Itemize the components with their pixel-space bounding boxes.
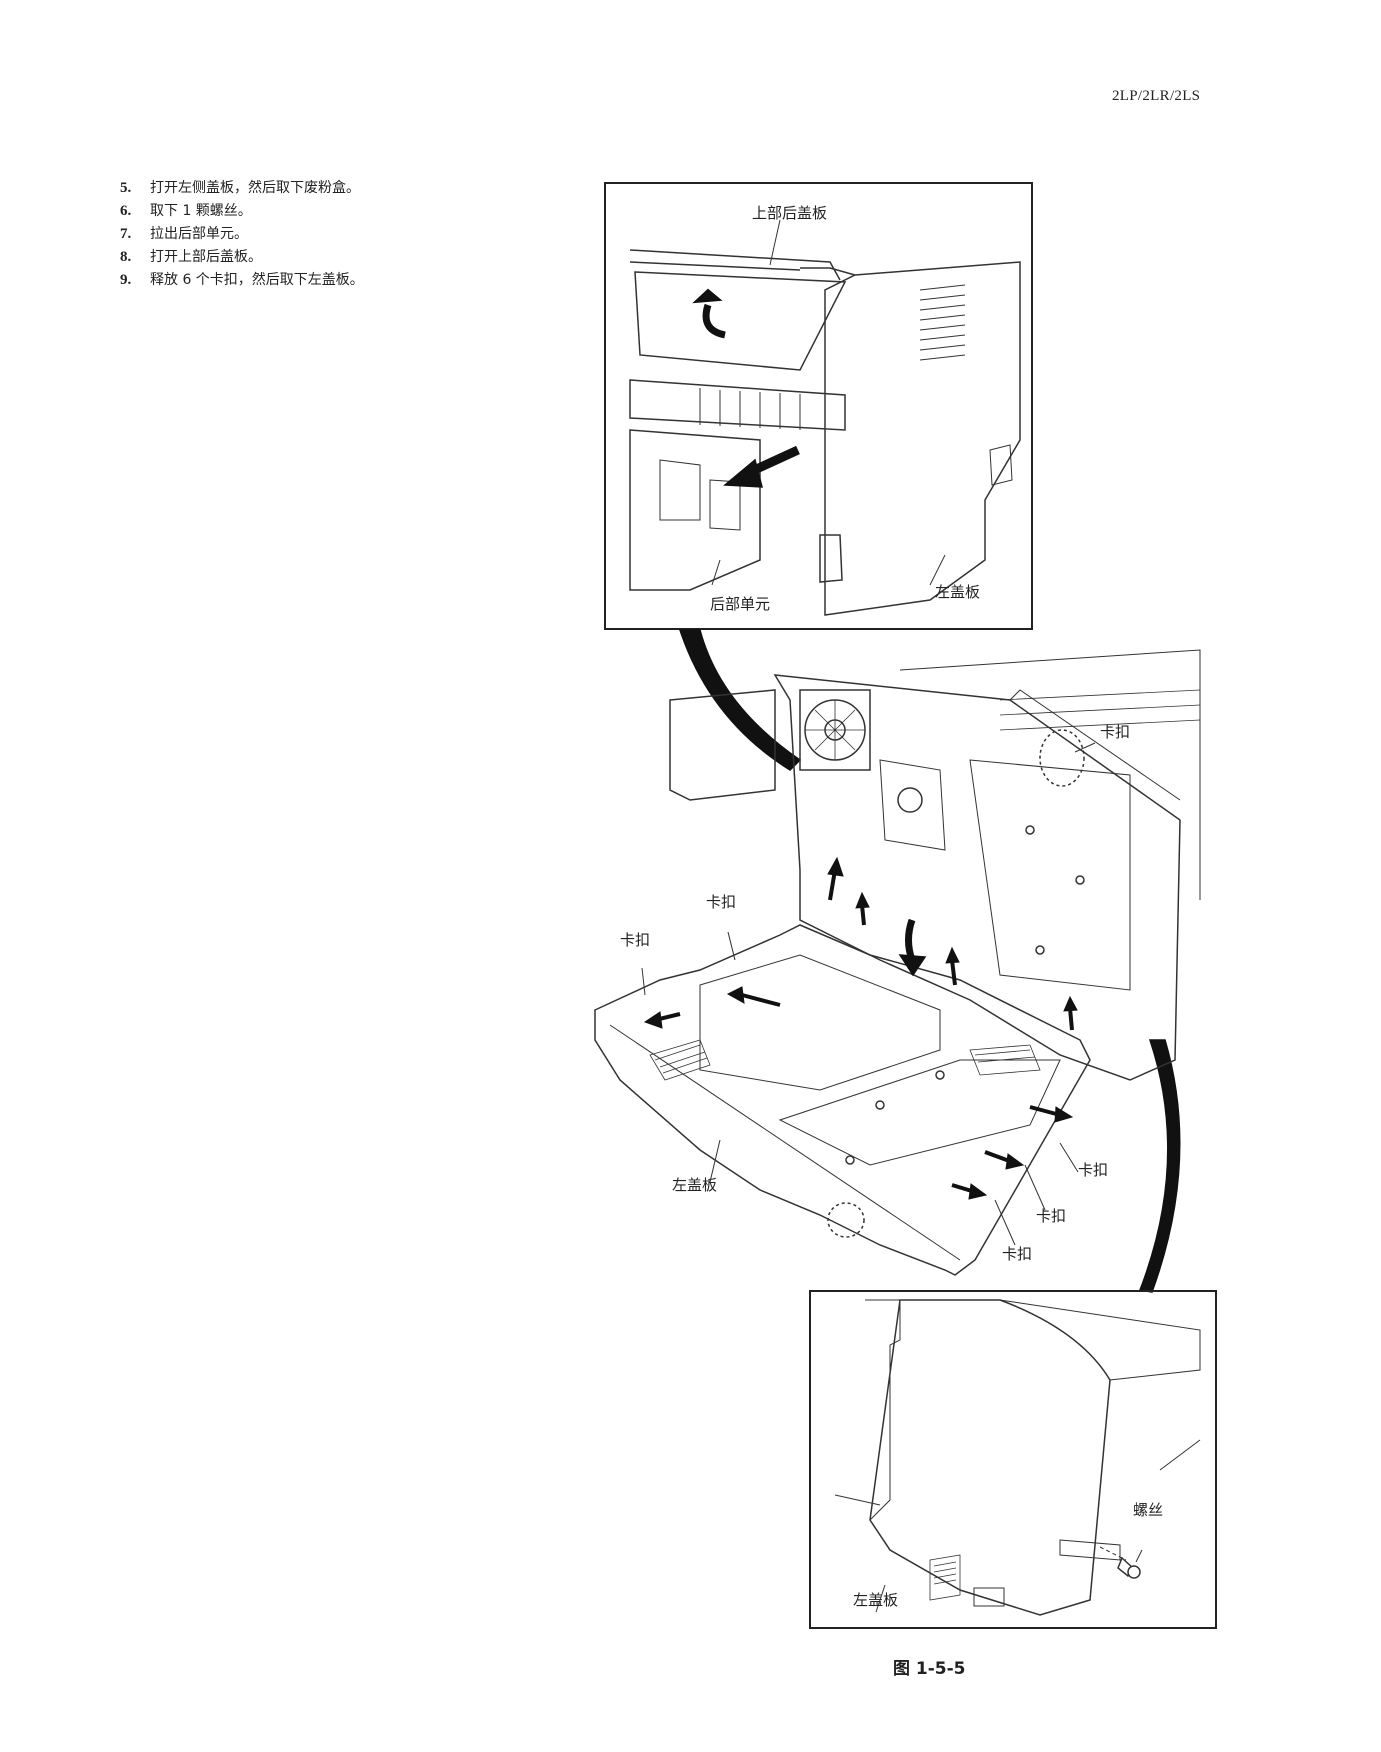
bottom-inset [809, 1290, 1217, 1629]
top-inset [604, 182, 1033, 630]
step-item: 7. 拉出后部单元。 [120, 222, 364, 245]
label-hook: 卡扣 [1100, 723, 1130, 741]
step-item: 6. 取下 1 颗螺丝。 [120, 199, 364, 222]
label-left-cover-main: 左盖板 [672, 1176, 717, 1194]
hook-highlight-circle [1039, 729, 1085, 787]
label-hook: 卡扣 [1078, 1161, 1108, 1179]
fan-icon [799, 689, 871, 771]
model-code-header: 2LP/2LR/2LS [1112, 88, 1201, 104]
step-number: 6. [120, 203, 132, 219]
step-item: 5. 打开左侧盖板，然后取下废粉盒。 [120, 176, 364, 199]
upper-rear-cover-sketch [634, 271, 847, 371]
inner-frame-sketch [773, 674, 1181, 1081]
procedure-steps: 5.打开左侧盖板，然后取下废粉盒。 6.取下 1 颗螺丝。 7.拉出后部单元。 … [120, 176, 364, 291]
step-number: 9. [120, 272, 132, 288]
step-number: 8. [120, 249, 132, 265]
left-cover-sketch [594, 924, 1091, 1276]
label-hook: 卡扣 [620, 931, 650, 949]
top-inset-frame [604, 182, 1033, 630]
step-text: 拉出后部单元。 [150, 226, 248, 242]
figure-caption: 图 1-5-5 [893, 1659, 966, 1679]
bottom-inset-frame [809, 1290, 1217, 1629]
label-hook: 卡扣 [1036, 1207, 1066, 1225]
step-number: 7. [120, 226, 132, 242]
step-number: 5. [120, 180, 132, 196]
printer-body-sketch [824, 261, 1021, 616]
label-hook: 卡扣 [1002, 1245, 1032, 1263]
label-left-cover-top: 左盖板 [935, 583, 980, 601]
label-hook: 卡扣 [706, 893, 736, 911]
label-screw: 螺丝 [1133, 1501, 1163, 1519]
curved-arrow-icon [905, 918, 916, 962]
printer-side-sketch [869, 1299, 1111, 1616]
step-text: 取下 1 颗螺丝。 [150, 203, 252, 219]
step-item: 8. 打开上部后盖板。 [120, 245, 364, 268]
rear-unit-background [669, 689, 776, 801]
step-text: 释放 6 个卡扣，然后取下左盖板。 [150, 272, 364, 288]
step-text: 打开左侧盖板，然后取下废粉盒。 [150, 180, 360, 196]
callout-connector-bottom [1138, 1039, 1181, 1293]
label-upper-rear-cover: 上部后盖板 [752, 204, 827, 222]
rear-unit-sketch [629, 429, 761, 591]
label-rear-unit: 后部单元 [710, 595, 770, 613]
main-exploded-view [594, 649, 1201, 1276]
callout-connector-top [678, 629, 802, 771]
step-item: 9. 释放 6 个卡扣，然后取下左盖板。 [120, 268, 364, 291]
step-text: 打开上部后盖板。 [150, 249, 262, 265]
curved-arrow-icon [702, 303, 726, 339]
release-arrows [643, 856, 1078, 1200]
hook-highlight-circle [827, 1202, 865, 1238]
pull-arrow-icon [748, 445, 800, 477]
label-left-cover-bottom: 左盖板 [853, 1591, 898, 1609]
